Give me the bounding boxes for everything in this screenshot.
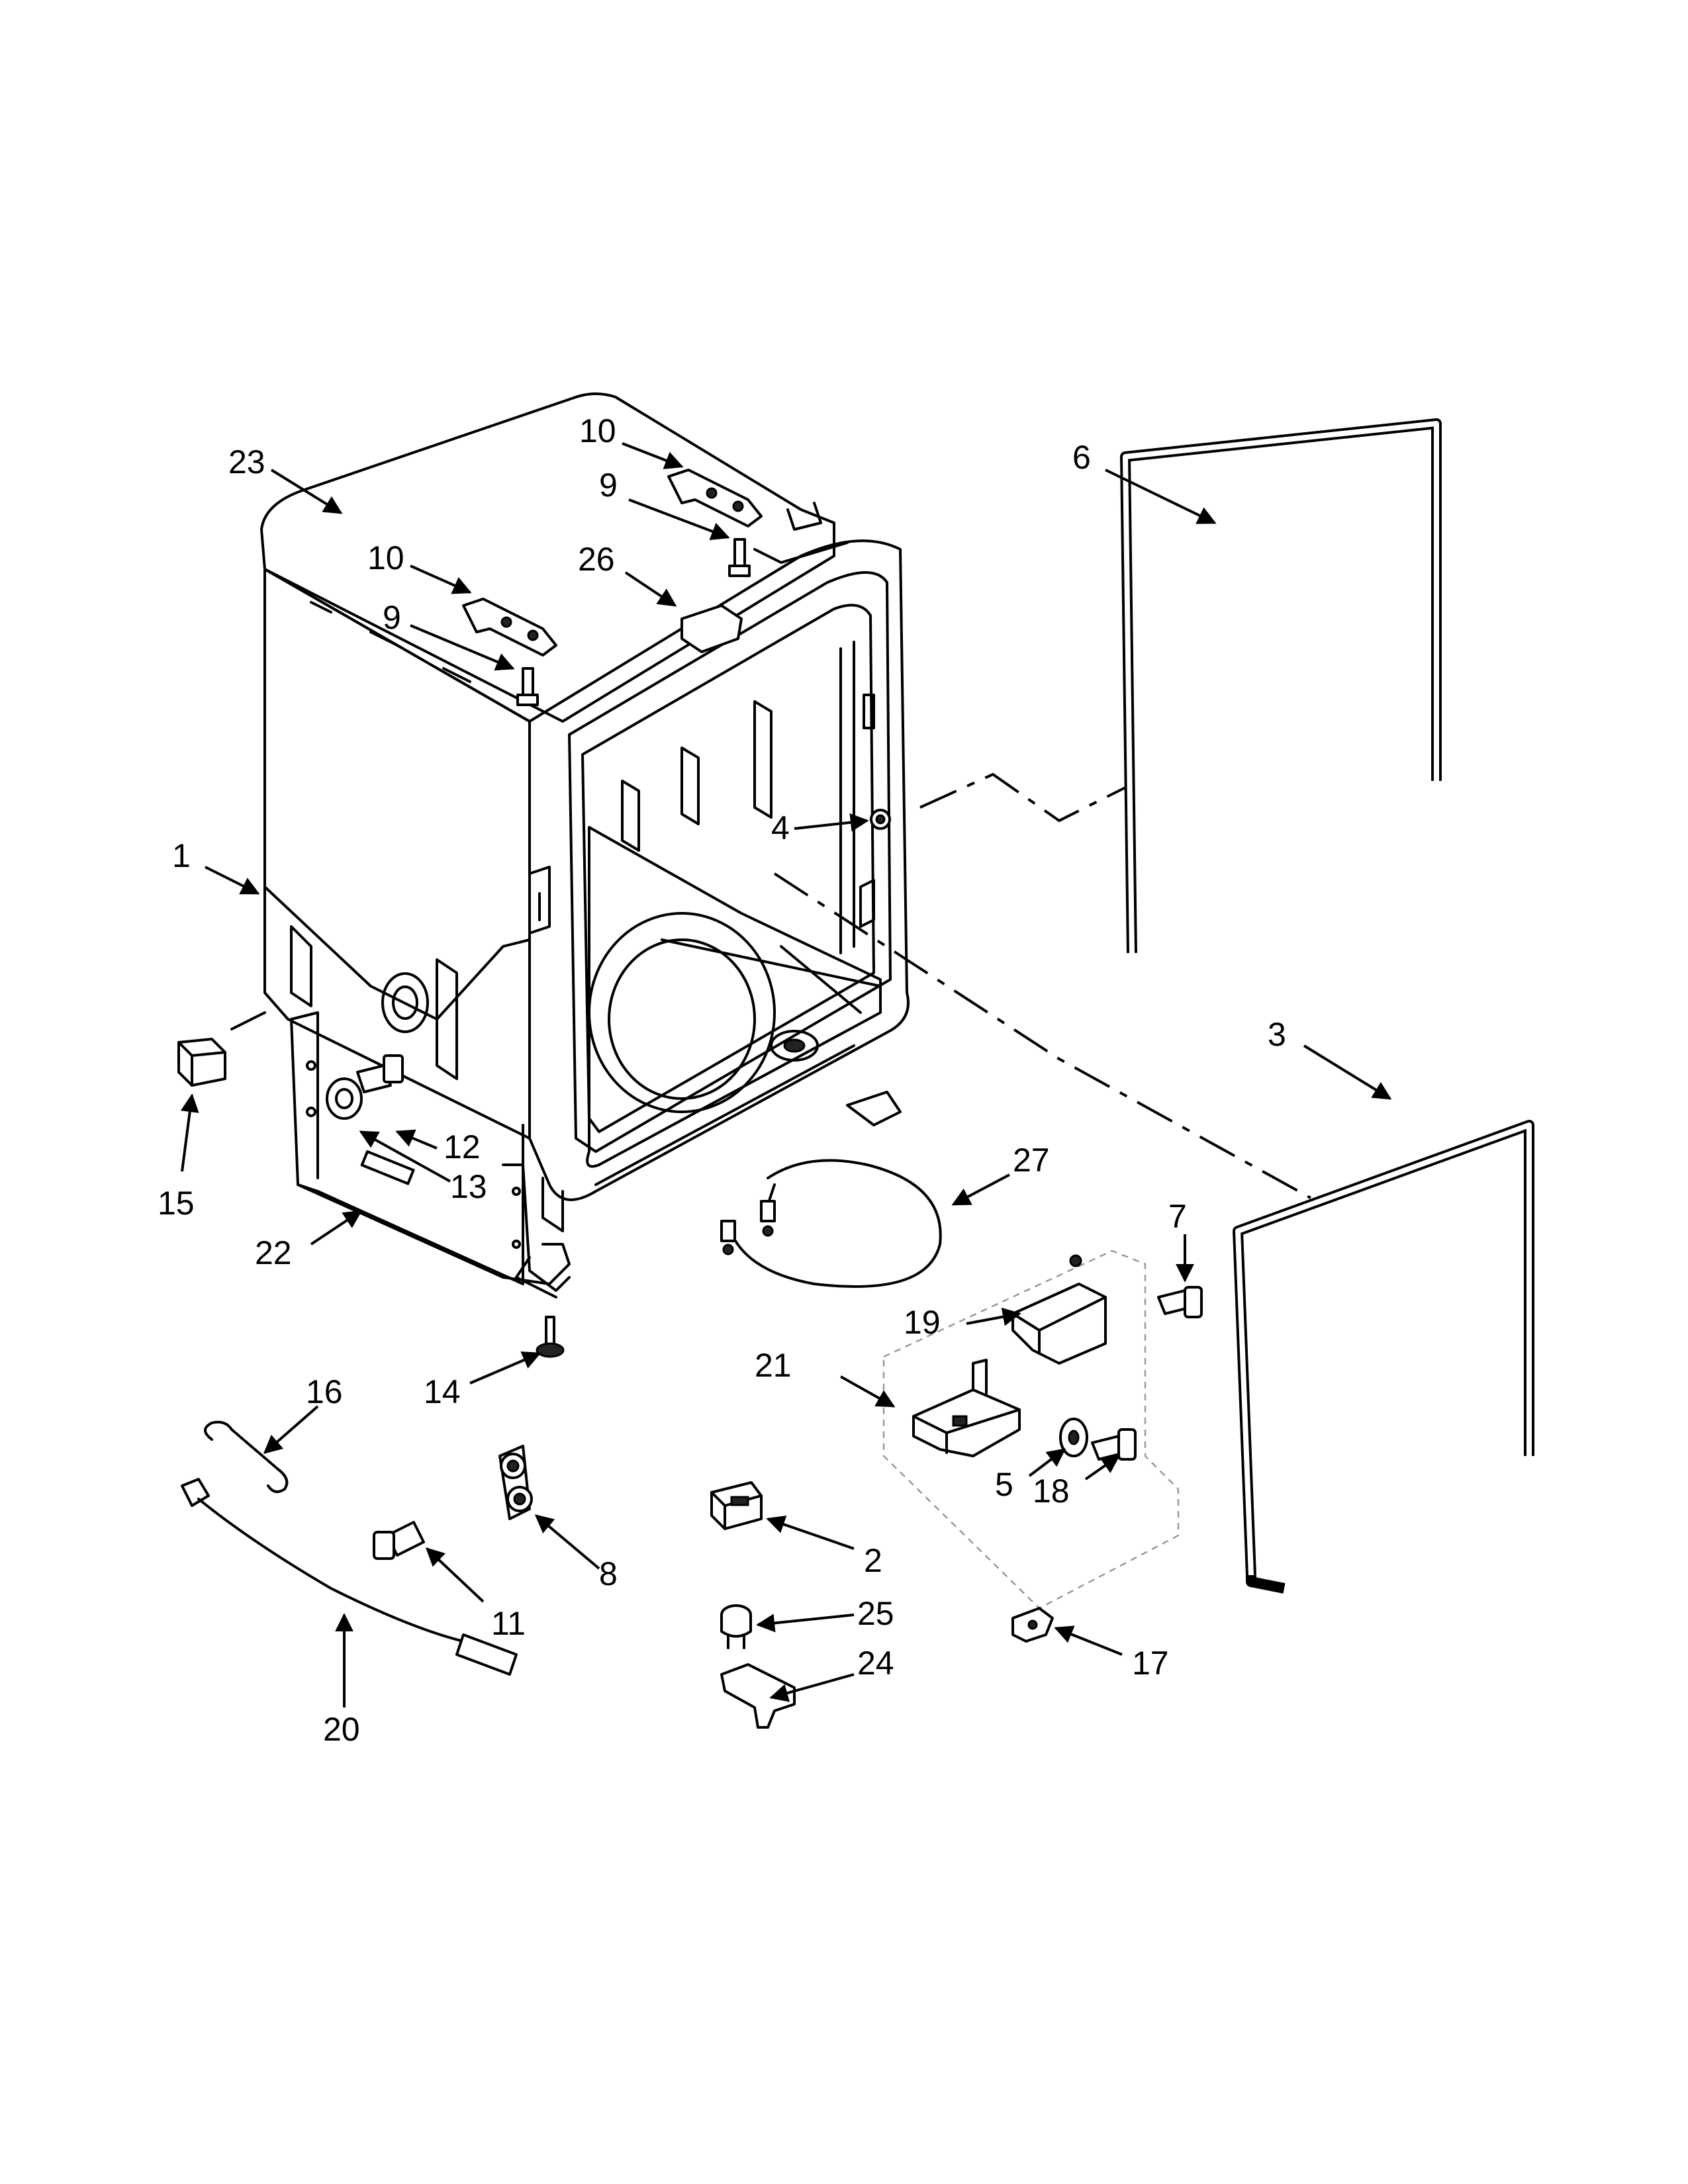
part-16-spring	[204, 1420, 289, 1493]
tub-top-panel	[260, 392, 835, 723]
callout-10a: 10	[367, 539, 404, 576]
callout-17: 17	[1132, 1645, 1169, 1682]
base-frame-bracket	[290, 1011, 571, 1298]
callout-7: 7	[1168, 1198, 1187, 1235]
callout-11: 11	[491, 1605, 526, 1642]
callout-5: 5	[995, 1466, 1013, 1503]
callout-1: 1	[172, 837, 191, 874]
part-20-door-cable	[181, 1478, 518, 1676]
callout-19: 19	[904, 1304, 941, 1341]
callout-4: 4	[771, 809, 790, 846]
callout-10b: 10	[579, 412, 616, 449]
callout-21: 21	[755, 1347, 792, 1384]
part-24-bracket	[720, 1663, 796, 1729]
part-14-leveling-leg	[536, 1316, 565, 1358]
tub-assembly	[260, 392, 910, 1232]
door-gasket-top	[1120, 418, 1442, 954]
callout-6: 6	[1072, 439, 1091, 476]
tub-left-wall	[263, 568, 531, 1140]
screw-right	[728, 538, 751, 577]
leader-lines	[180, 442, 1392, 1707]
hinge-bracket-right	[667, 469, 763, 527]
part-17-clip	[1011, 1607, 1054, 1643]
tub-side-port	[381, 972, 429, 1033]
part-2-switch	[710, 1481, 763, 1530]
part-8-roller-set	[498, 1445, 533, 1520]
sub-assembly-outline	[882, 1250, 1180, 1610]
callout-22: 22	[255, 1234, 292, 1271]
part-7-screw	[1157, 1286, 1203, 1318]
callout-13: 13	[450, 1168, 487, 1205]
callout-3: 3	[1268, 1016, 1286, 1053]
part-12-screw	[356, 1054, 404, 1093]
part-26-bracket	[680, 604, 743, 653]
callout-12: 12	[444, 1128, 481, 1165]
part-13-grommet	[326, 1077, 363, 1120]
part-15-block	[177, 1011, 266, 1087]
callout-27: 27	[1013, 1142, 1050, 1179]
assembly-line-gasket-6	[919, 772, 1126, 823]
part-18-screw	[1091, 1428, 1137, 1461]
callout-8: 8	[599, 1555, 618, 1592]
drain-filter	[770, 1030, 819, 1062]
callout-25: 25	[857, 1595, 894, 1632]
callout-23: 23	[228, 443, 265, 480]
callout-24: 24	[857, 1645, 894, 1682]
part-19-shield	[1011, 1254, 1107, 1365]
screw-left	[516, 667, 539, 706]
part-11-screw	[373, 1521, 425, 1560]
part-4-plug	[870, 809, 891, 830]
callout-labels: 23 10 9 10 9 26 6 4 1 3 12 13 15 22 27 7…	[158, 412, 1286, 1748]
part-25-thermostat	[720, 1604, 752, 1649]
callout-14: 14	[424, 1373, 461, 1410]
tub-floor	[586, 826, 882, 1168]
sump-opening	[588, 912, 776, 1113]
assembly-line-gasket-3	[773, 872, 1311, 1199]
callout-26: 26	[578, 541, 615, 578]
part-21-bracket	[912, 1359, 1021, 1457]
hinge-bracket-left	[462, 598, 557, 657]
door-gasket-bottom	[1233, 1120, 1534, 1594]
part-5-washer	[1059, 1418, 1088, 1457]
part-27-wire-harness	[720, 1159, 942, 1288]
callout-20: 20	[323, 1711, 360, 1748]
callout-18: 18	[1033, 1473, 1070, 1510]
callout-2: 2	[864, 1542, 882, 1579]
callout-15: 15	[158, 1185, 195, 1222]
callout-9a: 9	[383, 599, 401, 636]
callout-16: 16	[306, 1373, 343, 1410]
callout-9b: 9	[599, 467, 618, 504]
